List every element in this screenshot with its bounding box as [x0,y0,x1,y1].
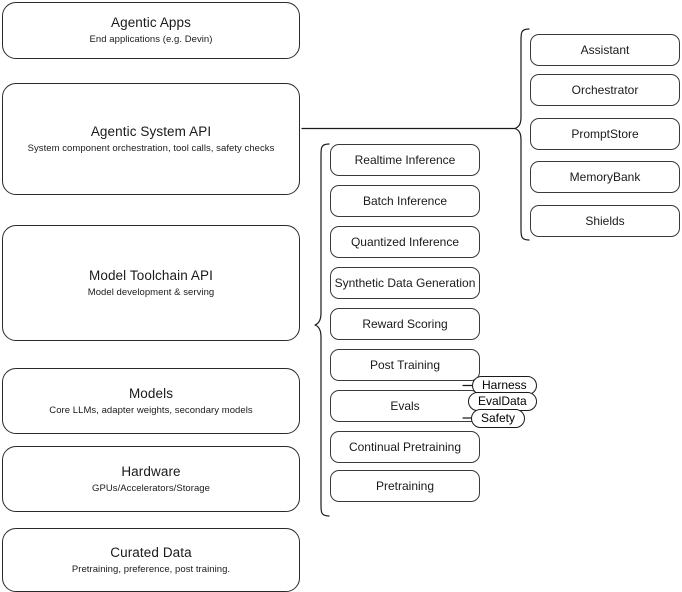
layer-subtitle: End applications (e.g. Devin) [89,34,213,45]
layer-subtitle: Core LLMs, adapter weights, secondary mo… [49,404,253,416]
component-reward-scoring[interactable]: Reward Scoring [330,308,480,340]
tag-evaldata[interactable]: EvalData [468,392,537,411]
layer-models[interactable]: Models Core LLMs, adapter weights, secon… [2,368,300,434]
component-synthetic-data-generation[interactable]: Synthetic Data Generation [330,267,480,299]
component-quantized-inference[interactable]: Quantized Inference [330,226,480,258]
layer-title: Model Toolchain API [89,267,213,283]
layer-subtitle: Pretraining, preference, post training. [71,563,231,575]
component-memorybank[interactable]: MemoryBank [530,161,680,193]
component-post-training[interactable]: Post Training [330,349,480,381]
layer-title: Agentic System API [90,123,212,139]
component-assistant[interactable]: Assistant [530,34,680,66]
tag-harness[interactable]: Harness [472,376,537,395]
layer-title: Curated Data [110,544,192,560]
tag-safety[interactable]: Safety [471,409,526,428]
layer-model-toolchain-api[interactable]: Model Toolchain API Model development & … [2,225,300,341]
layer-agentic-system-api[interactable]: Agentic System API System component orch… [2,83,300,195]
layer-subtitle: Model development & serving [87,286,215,298]
component-evals[interactable]: Evals [330,390,480,422]
component-promptstore[interactable]: PromptStore [530,118,680,150]
layer-hardware[interactable]: Hardware GPUs/Accelerators/Storage [2,446,300,512]
bracket-model-toolchain-components [314,143,330,517]
component-batch-inference[interactable]: Batch Inference [330,185,480,217]
component-pretraining[interactable]: Pretraining [330,470,480,502]
layer-title: Hardware [121,463,181,479]
layer-agentic-apps[interactable]: Agentic Apps End applications (e.g. Devi… [2,2,300,59]
layer-subtitle: System component orchestration, tool cal… [27,142,275,154]
layer-curated-data[interactable]: Curated Data Pretraining, preference, po… [2,528,300,592]
component-shields[interactable]: Shields [530,205,680,237]
component-realtime-inference[interactable]: Realtime Inference [330,144,480,176]
layer-title: Agentic Apps [110,15,191,30]
layer-title: Models [128,385,174,401]
component-continual-pretraining[interactable]: Continual Pretraining [330,431,480,463]
bracket-agentic-system-components [514,28,530,241]
layer-subtitle: GPUs/Accelerators/Storage [92,482,210,494]
component-orchestrator[interactable]: Orchestrator [530,74,680,106]
